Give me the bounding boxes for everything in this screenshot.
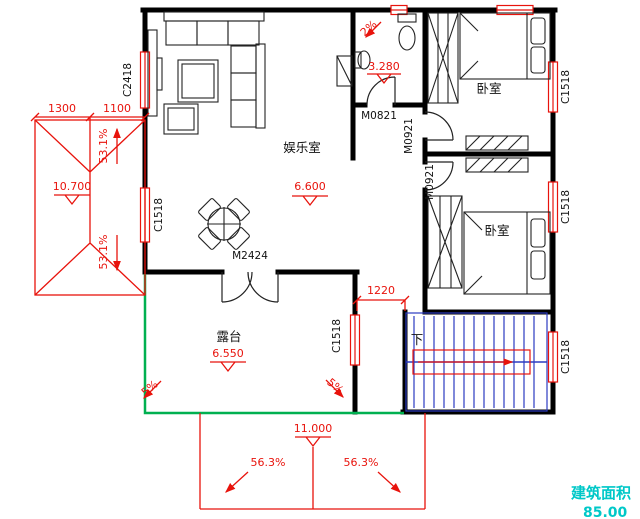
window-c1518-hall — [349, 314, 361, 366]
dim-line-roof-left — [30, 112, 150, 171]
door-m0921-mid — [424, 161, 454, 191]
furniture-bedroom-top — [427, 12, 551, 104]
room-label-entertainment: 娱乐室 — [283, 140, 321, 155]
stair-rail — [412, 349, 531, 375]
slope-terrace-right: 5% — [324, 376, 346, 397]
dimension-annotations — [30, 21, 426, 510]
wardrobe — [427, 195, 463, 289]
window-c2418-left — [139, 51, 151, 109]
cabinet-lower — [465, 157, 529, 173]
stair-annotations — [412, 349, 531, 375]
terrace-slope-arrow-left — [143, 380, 162, 399]
elevation-mark-bath — [367, 73, 401, 85]
toilet-bowl — [398, 25, 416, 51]
stair-down-label: 下 — [411, 332, 424, 347]
cabinet-upper — [465, 135, 529, 151]
room-label-terrace: 露台 — [216, 329, 241, 344]
dim-1300: 1300 — [48, 102, 76, 115]
sofa-back-right — [255, 43, 266, 129]
elevation-bath: 3.280 — [368, 60, 400, 73]
roof-left — [30, 112, 150, 296]
window-label-c1518-right-mid: C1518 — [560, 190, 572, 224]
elevation-roof-left: 10.700 — [53, 180, 92, 193]
sofa-back-top — [163, 11, 265, 22]
elevation-mark-terrace — [210, 361, 246, 373]
slope-roof-top: 53.1% — [97, 129, 110, 164]
door-swings — [221, 76, 454, 303]
terrace-edge — [143, 274, 404, 415]
dim-1220: 1220 — [367, 284, 395, 297]
dim-1100: 1100 — [103, 102, 131, 115]
elevation-mark-roof-left — [54, 194, 90, 206]
window-c1518-right-mid — [547, 181, 559, 233]
window-label-c1518-right-bottom: C1518 — [560, 340, 572, 374]
hall-cabinet — [336, 55, 353, 87]
window-top-bedroom — [496, 4, 534, 16]
bed — [463, 211, 551, 295]
toilet-tank — [397, 13, 417, 23]
basin — [357, 50, 371, 70]
door-label-m2424: M2424 — [232, 250, 268, 262]
room-label-bedroom-mid: 卧室 — [484, 223, 509, 238]
slope-eave-left: 56.3% — [251, 456, 286, 469]
window-c1518-right-bottom — [547, 331, 559, 383]
elevation-mark-living — [292, 195, 328, 207]
dim-line-hall — [352, 295, 410, 311]
terrace-slope-arrow-right — [325, 379, 344, 398]
eave-arrow-right — [377, 471, 401, 493]
elevation-roof-bottom: 11.000 — [294, 422, 333, 435]
roof-bottom — [199, 413, 426, 510]
window-label-c1518-right-top: C1518 — [560, 70, 572, 104]
slope-bath: 2% — [358, 18, 380, 39]
elevation-mark-roof-bottom — [295, 436, 331, 448]
furniture-dining — [198, 198, 250, 250]
elevation-terrace: 6.550 — [212, 347, 244, 360]
area-label: 建筑面积 — [571, 484, 631, 502]
room-label-bedroom-top: 卧室 — [476, 81, 501, 96]
door-m0821 — [366, 76, 396, 106]
window-symbols — [139, 4, 559, 383]
tv — [156, 57, 163, 91]
slope-terrace-left: 5% — [139, 378, 161, 399]
furniture-living — [147, 11, 353, 135]
eave-arrow-left — [225, 471, 249, 493]
furniture-bedroom-mid — [427, 135, 551, 295]
armchair — [163, 103, 199, 135]
window-label-c2418-left: C2418 — [122, 63, 134, 97]
window-label-c1518-left: C1518 — [153, 198, 165, 232]
slope-eave-right: 56.3% — [344, 456, 379, 469]
window-top-bath — [390, 4, 408, 16]
walls — [140, 7, 558, 415]
elevation-living: 6.600 — [294, 180, 326, 193]
window-c1518-right-top — [547, 61, 559, 113]
window-label-c1518-hall: C1518 — [331, 319, 343, 353]
door-label-m0921-mid: M0921 — [424, 164, 436, 200]
door-m0921-top — [424, 111, 454, 141]
basin-counter — [354, 51, 362, 69]
text-labels: 娱乐室 卧室 卧室 露台 下 6.600 6.550 3.280 10.700 … — [48, 18, 631, 519]
door-m2424 — [221, 271, 279, 303]
furniture-bath — [354, 13, 417, 70]
area-value: 85.00 — [583, 505, 628, 519]
wardrobe — [427, 12, 459, 104]
door-label-m0921-top: M0921 — [403, 118, 415, 154]
slope-roof-bottom: 53.1% — [97, 235, 110, 270]
door-label-m0821: M0821 — [361, 110, 397, 122]
coffee-table — [177, 59, 219, 103]
bed — [459, 12, 551, 80]
bath-slope-arrow — [365, 21, 382, 38]
